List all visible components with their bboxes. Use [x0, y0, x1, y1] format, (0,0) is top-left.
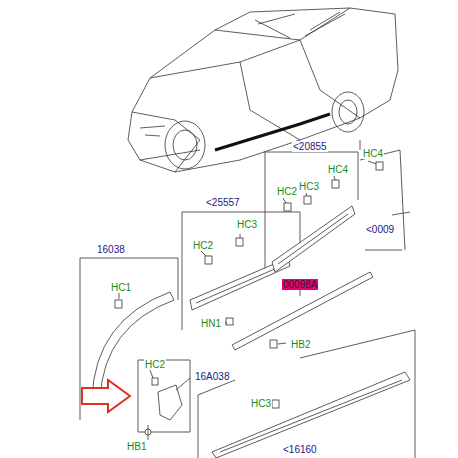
- clip-code: HN1: [200, 318, 222, 329]
- clip-code: HC4: [327, 164, 349, 175]
- part-number: 00098A: [282, 279, 318, 290]
- clip-code: HC2: [192, 240, 214, 251]
- clip-code: HC2: [276, 186, 298, 197]
- clip-code: HC4: [362, 148, 384, 159]
- part-number: <20855: [292, 141, 328, 152]
- clip-code: HC2: [144, 359, 166, 370]
- part-number: 16A038: [194, 371, 230, 382]
- part-number: <16160: [282, 444, 318, 455]
- part-number: <25557: [205, 197, 241, 208]
- clip-code: HC3: [298, 181, 320, 192]
- clip-code: HC1: [110, 282, 132, 293]
- clip-code: HB1: [126, 441, 147, 452]
- clip-code: HB2: [290, 339, 311, 350]
- part-number: 16038: [96, 244, 126, 255]
- clip-code: HC3: [250, 398, 272, 409]
- clip-code: HC3: [236, 219, 258, 230]
- part-number: <0009: [365, 224, 395, 235]
